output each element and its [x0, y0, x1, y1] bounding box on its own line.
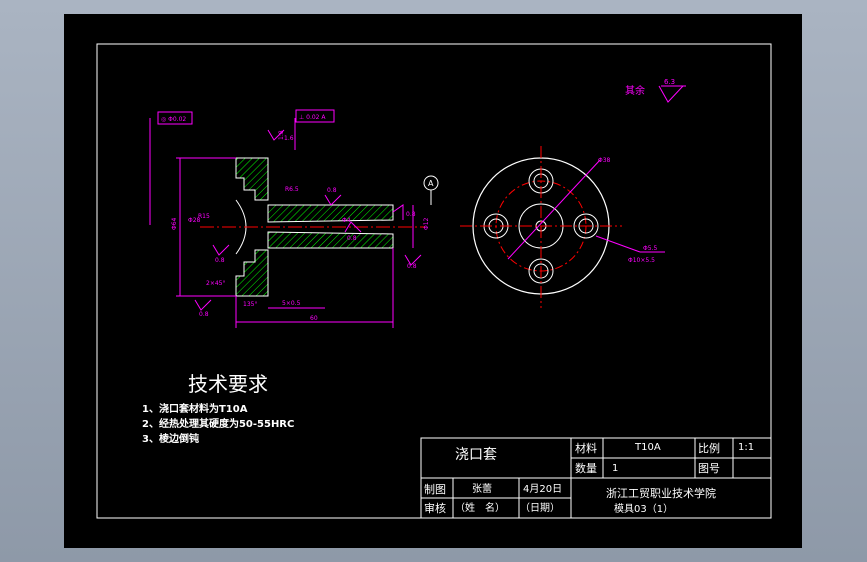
- dim-phi55: Φ5.5: [643, 245, 657, 252]
- checked-date: （日期）: [520, 502, 560, 514]
- roughness-note: 其余 6.3: [625, 78, 686, 103]
- roughness-marks: [194, 129, 422, 311]
- dim-r65: R6.5: [285, 186, 299, 193]
- drawn-date: 4月20日: [523, 483, 562, 495]
- dim-leader-phi55: [595, 235, 641, 253]
- quantity-value: 1: [612, 463, 618, 474]
- scale-value: 1:1: [738, 442, 754, 453]
- flange-section-upper: [235, 157, 269, 201]
- tech-req-item-1: 1、浇口套材料为T10A: [142, 402, 248, 415]
- drawn-label: 制图: [424, 483, 446, 496]
- roughness-mark-2: 0.8: [327, 187, 337, 194]
- scale-label: 比例: [698, 441, 720, 455]
- school-name: 浙江工贸职业技术学院: [606, 486, 716, 500]
- roughness-mark-6: 0.8: [215, 257, 225, 264]
- part-name: 浇口套: [455, 447, 497, 463]
- dim-phi28: Φ28: [188, 217, 201, 224]
- tolerance-frame-2-text: ⊥ 0.02 A: [299, 114, 326, 121]
- dim-phi64: Φ64: [171, 217, 178, 230]
- checked-name: （姓 名）: [455, 501, 505, 514]
- dim-angle: 135°: [243, 301, 257, 308]
- flange-section-lower: [235, 249, 269, 297]
- roughness-note-label: 其余: [625, 84, 645, 97]
- section-view: ◎ Φ0.02 ⊥ 0.02 A A Φ64 Φ28 R15 R6.5 2×45…: [149, 109, 439, 328]
- checked-label: 审核: [424, 501, 446, 515]
- tolerance-frame-2: [295, 109, 335, 123]
- project-name: 模具03（1）: [614, 503, 673, 515]
- dim-phi10: Φ10×5.5: [628, 257, 655, 264]
- roughness-mark-4: 0.8: [407, 263, 417, 270]
- drawing-sheet: [64, 14, 802, 548]
- dim-5x05: 5×0.5: [282, 300, 301, 307]
- drawn-name: 张蕾: [472, 482, 492, 495]
- tech-req-title: 技术要求: [188, 372, 268, 396]
- dim-60: 60: [310, 315, 318, 322]
- dim-taper: 1:8: [278, 130, 285, 140]
- roughness-mark-7: 0.8: [406, 211, 416, 218]
- stem-section-upper: [267, 204, 394, 223]
- material-label: 材料: [575, 441, 597, 455]
- dim-leader-phi38: [507, 159, 601, 260]
- dim-phi38: Φ38: [598, 157, 611, 164]
- roughness-note-value: 6.3: [664, 78, 675, 86]
- drawing-no-label: 图号: [698, 462, 720, 475]
- dim-phi12: Φ12: [423, 217, 430, 230]
- title-block: [420, 437, 772, 519]
- dim-chamfer: 2×45°: [206, 280, 225, 287]
- dim-r15: R15: [198, 213, 210, 220]
- end-view: Φ38 Φ5.5 Φ10×5.5: [460, 146, 665, 308]
- quantity-label: 数量: [575, 462, 597, 475]
- roughness-mark-3: 0.8: [347, 235, 357, 242]
- stem-section-lower: [267, 231, 394, 249]
- material-value: T10A: [634, 442, 661, 453]
- tolerance-frame-1: [157, 111, 193, 125]
- roughness-mark-5: 0.8: [199, 311, 209, 318]
- datum-label: A: [428, 179, 434, 188]
- tech-req-item-3: 3、棱边倒钝: [142, 432, 199, 445]
- tech-req-item-2: 2、经热处理其硬度为50-55HRC: [142, 417, 294, 430]
- dim-phi4: Φ4: [342, 217, 351, 224]
- technical-requirements: 技术要求 1、浇口套材料为T10A 2、经热处理其硬度为50-55HRC 3、棱…: [142, 372, 294, 445]
- tolerance-frame-1-text: ◎ Φ0.02: [161, 116, 186, 123]
- roughness-mark-1: 1.6: [284, 135, 294, 142]
- roughness-symbol: [658, 85, 684, 103]
